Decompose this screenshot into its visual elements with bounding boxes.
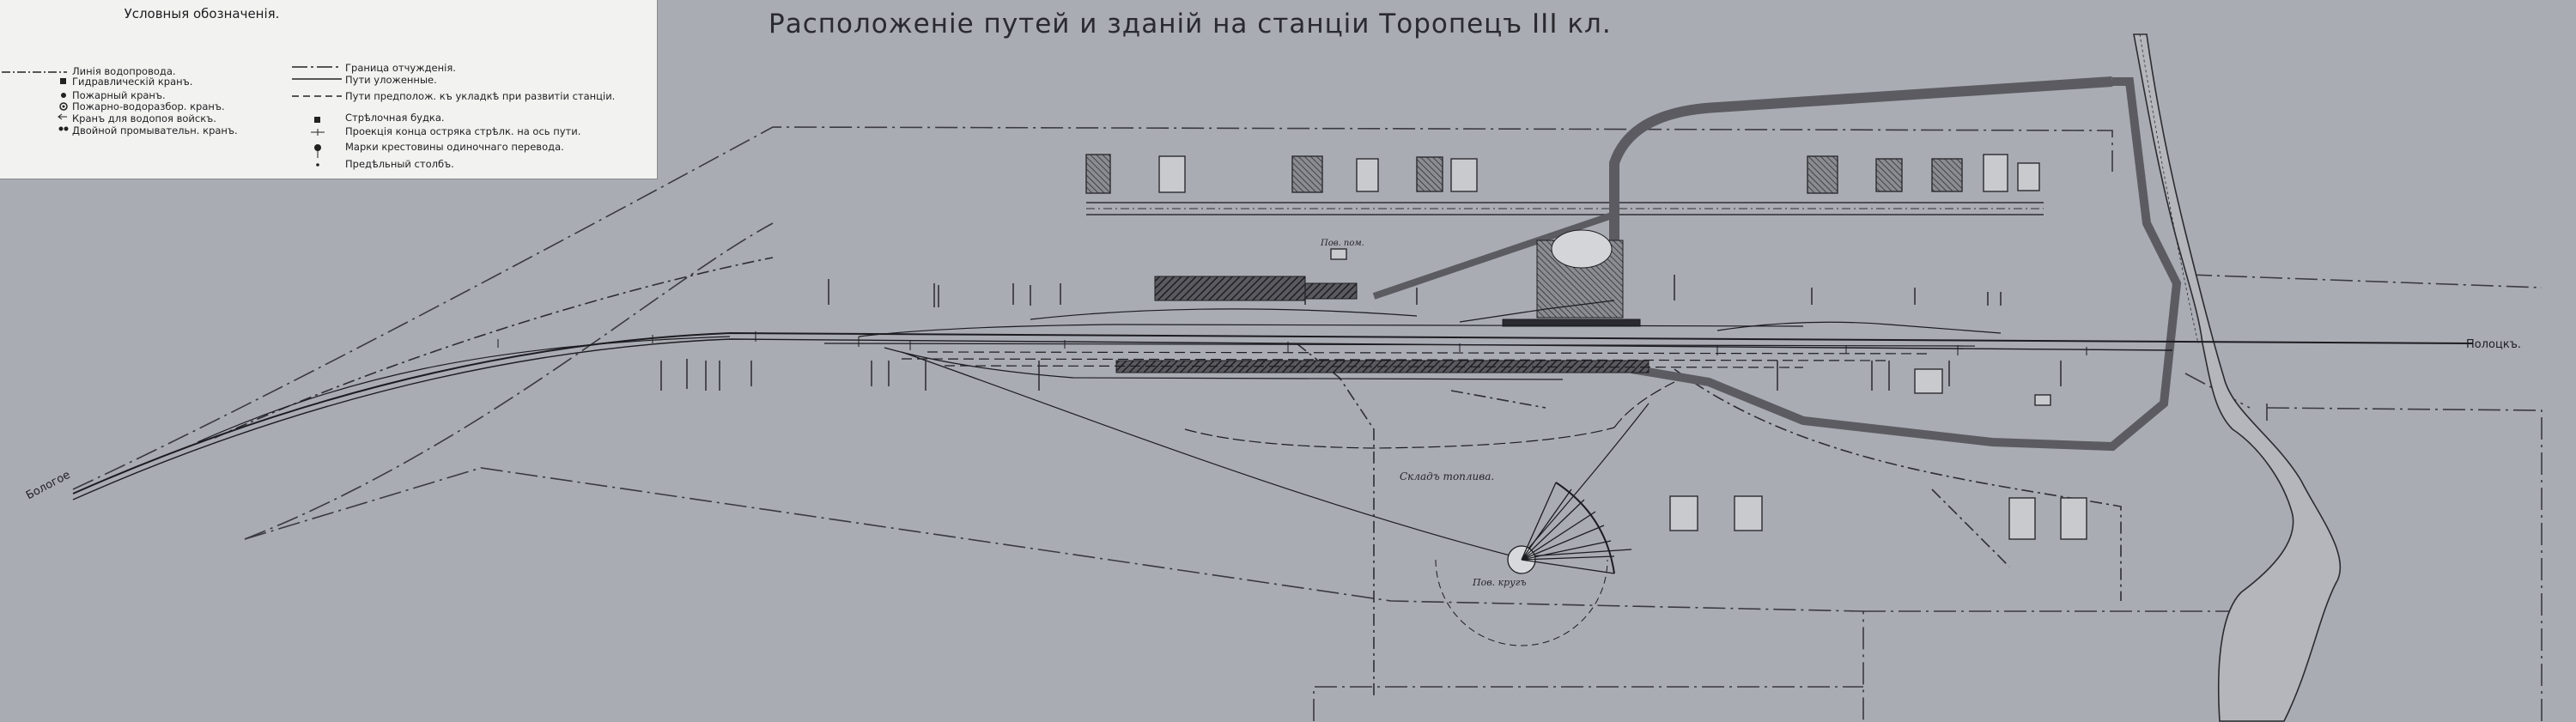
- town-buildings: [1085, 154, 2087, 540]
- legend-item-switch-projection: Проекція конца остряка стрѣлк. на ось пу…: [345, 125, 581, 137]
- town-road: [1086, 202, 2044, 215]
- chainage-annotations: [660, 275, 2062, 391]
- legend-right-symbols: [292, 66, 342, 167]
- dot-marker-icon: [61, 93, 66, 98]
- square-marker-icon: [60, 78, 66, 84]
- legend-item-double-wash-crane: Двойной промывательн. кранъ.: [72, 124, 238, 137]
- fuel-yard-label: Складъ топлива.: [1400, 470, 1495, 482]
- legend-item-water-line: Линія водопровода.: [72, 65, 176, 77]
- projection-mark-icon: [311, 129, 325, 136]
- small-square-icon: [314, 117, 320, 123]
- legend-left-symbols: [2, 71, 69, 131]
- legend-item-proposed-tracks: Пути предполож. къ укладкѣ при развитіи …: [345, 90, 616, 102]
- legend-item-frog-marks: Марки крестовины одиночнаго перевода.: [345, 141, 564, 153]
- legend-item-fire-hydrant: Пожарный кранъ.: [72, 89, 166, 101]
- river: [2133, 33, 2342, 722]
- endpoint-east-label: Полоцкъ.: [2466, 338, 2522, 351]
- legend-item-fire-water-crane: Пожарно-водоразбор. кранъ.: [72, 100, 225, 112]
- ring-dot-marker-icon: [59, 102, 68, 111]
- yard-tracks: [823, 300, 2002, 559]
- legend-item-limit-post: Предѣльный столбъ.: [345, 158, 454, 170]
- legend-item-troop-watering-crane: Кранъ для водопоя войскъ.: [72, 112, 216, 124]
- legend-heading: Условныя обозначенія.: [124, 6, 280, 21]
- page-title: Расположеніе путей и зданій на станціи Т…: [769, 9, 1612, 39]
- turntable: [1435, 482, 1615, 646]
- main-tracks: [72, 331, 2474, 501]
- station-structures: [1115, 229, 1649, 373]
- legend-item-boundary: Граница отчужденія.: [345, 62, 456, 74]
- legend-item-laid-tracks: Пути уложенные.: [345, 74, 437, 86]
- double-dot-marker-icon: [58, 126, 64, 131]
- boundary-lines: [72, 126, 2543, 721]
- legend-item-switch-booth: Стрѣлочная будка.: [345, 112, 445, 124]
- switch-marks: [497, 331, 2087, 355]
- small-dot-icon: [316, 163, 319, 167]
- embankments: [1372, 76, 2182, 452]
- turntable-label: Пов. кругъ: [1473, 577, 1527, 588]
- arrow-marker-icon: [58, 113, 67, 120]
- legend-panel: Условныя обозначенія. Линія водопровода.…: [0, 0, 658, 179]
- legend-item-hydraulic-crane: Гидравлическій кранъ.: [72, 76, 193, 88]
- water-line: [214, 257, 2122, 695]
- building-label: Пов. пом.: [1321, 239, 1364, 248]
